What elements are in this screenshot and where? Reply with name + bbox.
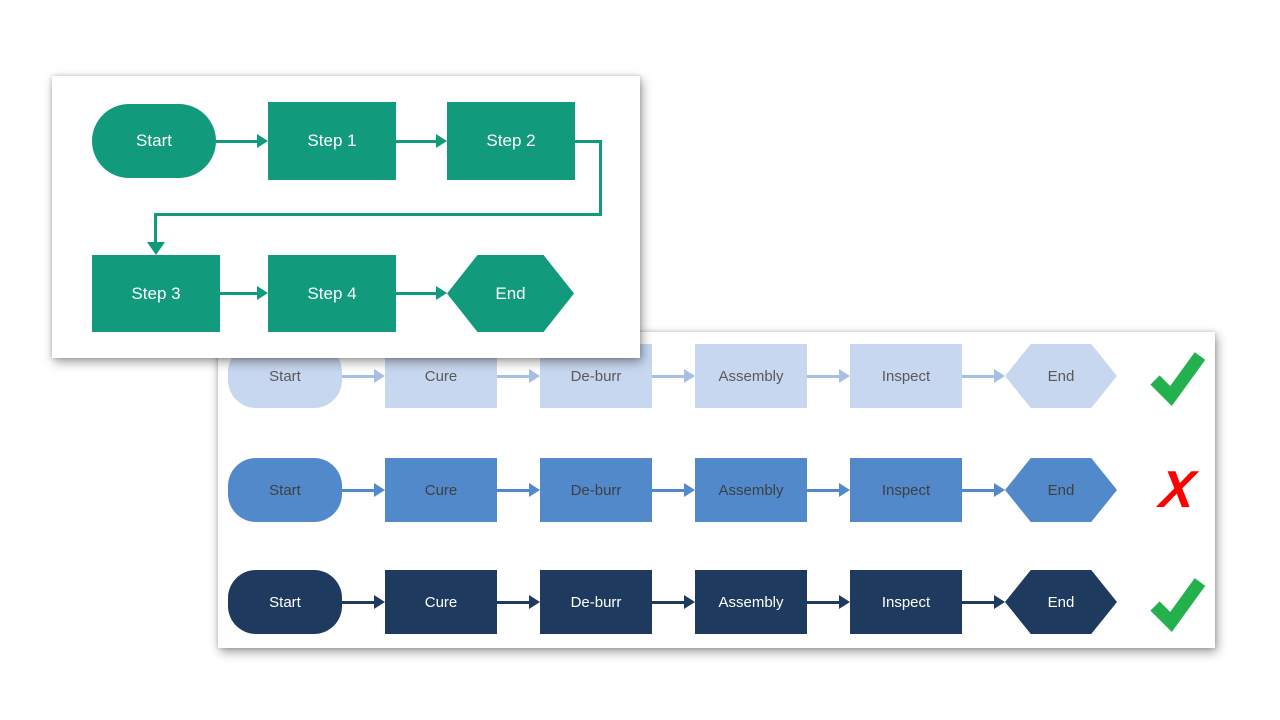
- shape-label: Start: [269, 593, 301, 611]
- end-hexagon: End: [1005, 344, 1117, 408]
- end-hexagon: End: [1005, 570, 1117, 634]
- flow-arrow: [962, 482, 1005, 497]
- flow-arrow: [807, 368, 850, 383]
- process-step: Step 4: [268, 255, 396, 332]
- start-terminator: Start: [228, 570, 342, 634]
- process-step: Step 1: [268, 102, 396, 180]
- process-step: De-burr: [540, 570, 652, 634]
- process-step: De-burr: [540, 458, 652, 522]
- process-comparison-panel: Start Cure De-burr Assembly Inspect End …: [218, 332, 1215, 648]
- process-row-light: Start Cure De-burr Assembly Inspect End: [218, 344, 1215, 408]
- flow-arrow: [342, 594, 385, 609]
- end-hexagon: End: [447, 255, 574, 332]
- shape-label: Start: [269, 481, 301, 499]
- shape-label: Step 3: [131, 283, 181, 303]
- process-step: Cure: [385, 458, 497, 522]
- shape-label: End: [495, 283, 526, 303]
- shape-label: Inspect: [881, 367, 931, 385]
- shape-label: De-burr: [570, 593, 622, 611]
- flow-arrow: [807, 482, 850, 497]
- shape-label: End: [1047, 367, 1075, 385]
- start-terminator: Start: [92, 104, 216, 178]
- shape-label: End: [1047, 481, 1075, 499]
- process-step: Inspect: [850, 570, 962, 634]
- process-step: Step 2: [447, 102, 575, 180]
- process-row-medium: Start Cure De-burr Assembly Inspect End …: [218, 458, 1215, 522]
- shape-label: De-burr: [570, 367, 622, 385]
- check-icon: [1146, 571, 1208, 633]
- process-step: Assembly: [695, 570, 807, 634]
- cross-glyph: X: [1156, 461, 1198, 519]
- flow-arrow: [497, 482, 540, 497]
- process-step: Assembly: [695, 458, 807, 522]
- shape-label: Inspect: [881, 593, 931, 611]
- connector-segment: [575, 140, 602, 143]
- shape-label: Step 1: [307, 131, 357, 150]
- process-step: Assembly: [695, 344, 807, 408]
- process-row-dark: Start Cure De-burr Assembly Inspect End: [218, 570, 1215, 634]
- process-step: Cure: [385, 570, 497, 634]
- connector-segment: [599, 140, 602, 216]
- connector-segment: [154, 216, 157, 243]
- shape-label: Assembly: [718, 367, 784, 385]
- flow-arrow: [652, 368, 695, 383]
- shape-label: Step 4: [307, 283, 357, 303]
- shape-label: De-burr: [570, 481, 622, 499]
- shape-label: Step 2: [486, 131, 536, 150]
- shape-label: Start: [136, 131, 172, 150]
- shape-label: Assembly: [718, 481, 784, 499]
- flow-arrow: [652, 594, 695, 609]
- arrowhead-down: [147, 242, 165, 255]
- flow-arrow: [342, 482, 385, 497]
- process-step: Inspect: [850, 344, 962, 408]
- generic-flowchart-panel: Start Step 1 Step 2 Step 3 Step 4 End: [52, 76, 640, 358]
- start-terminator: Start: [228, 458, 342, 522]
- flow-arrow: [962, 594, 1005, 609]
- shape-label: Cure: [424, 367, 458, 385]
- flow-arrow: [962, 368, 1005, 383]
- shape-label: Assembly: [718, 593, 784, 611]
- flow-arrow: [807, 594, 850, 609]
- connector-segment: [154, 213, 602, 216]
- cross-icon: X: [1146, 459, 1208, 521]
- flow-arrow: [342, 368, 385, 383]
- process-step: Inspect: [850, 458, 962, 522]
- flow-arrow: [220, 286, 268, 300]
- shape-label: End: [1047, 593, 1075, 611]
- shape-label: Cure: [424, 593, 458, 611]
- flow-arrow: [497, 368, 540, 383]
- flow-arrow: [396, 286, 447, 300]
- check-icon: [1146, 345, 1208, 407]
- shape-label: Start: [269, 367, 301, 385]
- flow-arrow: [216, 134, 268, 148]
- flow-arrow: [396, 134, 447, 148]
- flow-arrow: [497, 594, 540, 609]
- process-step: Step 3: [92, 255, 220, 332]
- shape-label: Cure: [424, 481, 458, 499]
- shape-label: Inspect: [881, 481, 931, 499]
- flow-arrow: [652, 482, 695, 497]
- end-hexagon: End: [1005, 458, 1117, 522]
